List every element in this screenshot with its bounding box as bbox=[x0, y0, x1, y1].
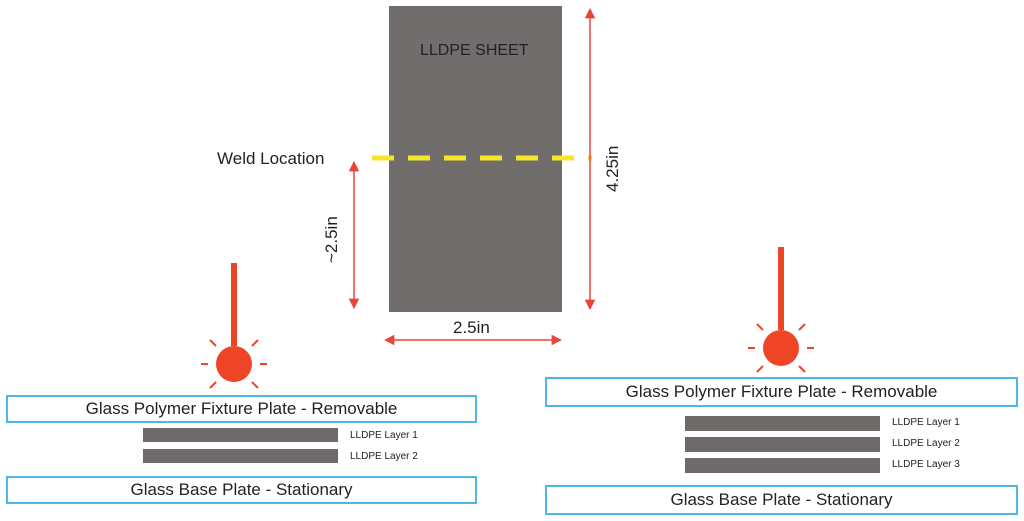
right-fixture-plate: Glass Polymer Fixture Plate - Removable bbox=[545, 377, 1018, 407]
width-dimension-label: 2.5in bbox=[453, 318, 490, 337]
left-base-plate: Glass Base Plate - Stationary bbox=[6, 476, 477, 504]
right-lldpe-layer-1 bbox=[685, 416, 880, 431]
left-lldpe-layer-1-label: LLDPE Layer 1 bbox=[350, 430, 418, 441]
left-fixture-plate-label: Glass Polymer Fixture Plate - Removable bbox=[85, 399, 398, 418]
right-lldpe-layer-3 bbox=[685, 458, 880, 473]
left-probe-icon bbox=[201, 263, 267, 389]
height-dimension-label: 4.25in bbox=[603, 145, 622, 192]
weld-dimension-label: ~2.5in bbox=[322, 216, 341, 263]
right-lldpe-layer-2 bbox=[685, 437, 880, 452]
weld-location-label: Weld Location bbox=[217, 149, 325, 168]
right-fixture-plate-label: Glass Polymer Fixture Plate - Removable bbox=[625, 382, 938, 401]
left-lldpe-layer-2-label: LLDPE Layer 2 bbox=[350, 451, 418, 462]
left-lldpe-layer-2 bbox=[143, 449, 338, 463]
right-lldpe-layer-2-label: LLDPE Layer 2 bbox=[892, 438, 960, 449]
right-base-plate-label: Glass Base Plate - Stationary bbox=[670, 490, 893, 509]
left-base-plate-label: Glass Base Plate - Stationary bbox=[130, 480, 353, 499]
right-lldpe-layer-3-label: LLDPE Layer 3 bbox=[892, 459, 960, 470]
right-lldpe-layer-1-label: LLDPE Layer 1 bbox=[892, 417, 960, 428]
right-base-plate: Glass Base Plate - Stationary bbox=[545, 485, 1018, 515]
left-fixture-plate: Glass Polymer Fixture Plate - Removable bbox=[6, 395, 477, 423]
sheet-title: LLDPE SHEET bbox=[420, 42, 529, 59]
left-lldpe-layer-1 bbox=[143, 428, 338, 442]
right-probe-icon bbox=[748, 247, 814, 373]
